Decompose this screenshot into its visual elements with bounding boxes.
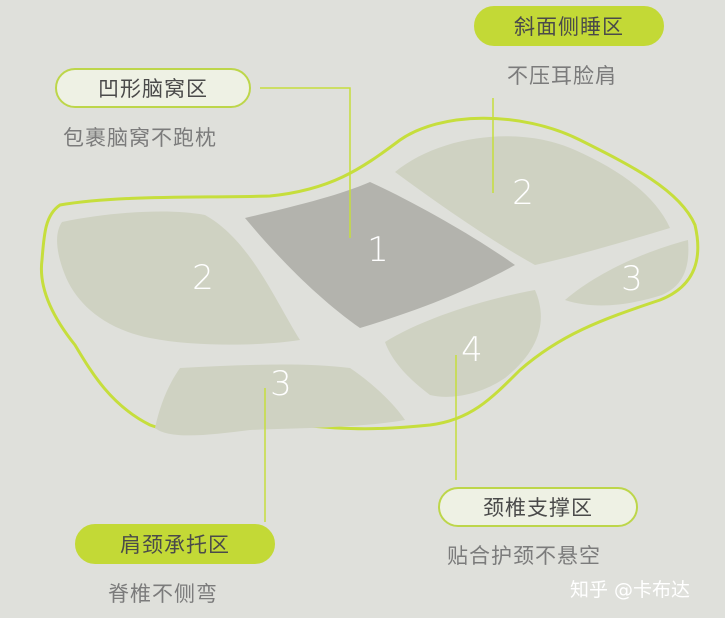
leader-line-recessed xyxy=(260,87,351,238)
side-sleep-zone-desc: 不压耳脸肩 xyxy=(507,64,617,88)
cervical-zone-title: 颈椎支撑区 xyxy=(483,496,593,520)
zone-3-right-number: 3 xyxy=(621,259,643,299)
zone-3-right-shape xyxy=(565,240,689,306)
side-sleep-zone-badge: 斜面侧睡区 xyxy=(474,6,664,46)
shoulder-zone-badge: 肩颈承托区 xyxy=(75,524,275,564)
watermark-text: 知乎 @卡布达 xyxy=(570,579,691,601)
pillow-outline xyxy=(39,116,700,433)
cervical-zone-badge: 颈椎支撑区 xyxy=(438,487,638,527)
recessed-zone-desc: 包裹脑窝不跑枕 xyxy=(63,126,217,150)
zone-2-left-shape xyxy=(57,211,301,345)
recessed-zone-badge: 凹形脑窝区 xyxy=(55,68,251,108)
zone-3-left-shape xyxy=(155,364,405,436)
side-sleep-zone-title: 斜面侧睡区 xyxy=(514,15,624,39)
zone-4-shape xyxy=(385,290,541,397)
shoulder-zone-desc: 脊椎不侧弯 xyxy=(108,582,218,606)
zone-1-shape xyxy=(245,182,515,328)
zone-1-number: 1 xyxy=(367,230,389,270)
cervical-zone-desc: 贴合护颈不悬空 xyxy=(447,544,601,568)
zone-2-left-number: 2 xyxy=(192,258,214,298)
zone-2-right-number: 2 xyxy=(512,173,534,213)
zone-4-number: 4 xyxy=(461,330,483,370)
zone-3-left-number: 3 xyxy=(270,364,292,404)
recessed-zone-title: 凹形脑窝区 xyxy=(98,77,208,101)
shoulder-zone-title: 肩颈承托区 xyxy=(120,533,230,557)
zone-2-right-shape xyxy=(395,136,670,265)
